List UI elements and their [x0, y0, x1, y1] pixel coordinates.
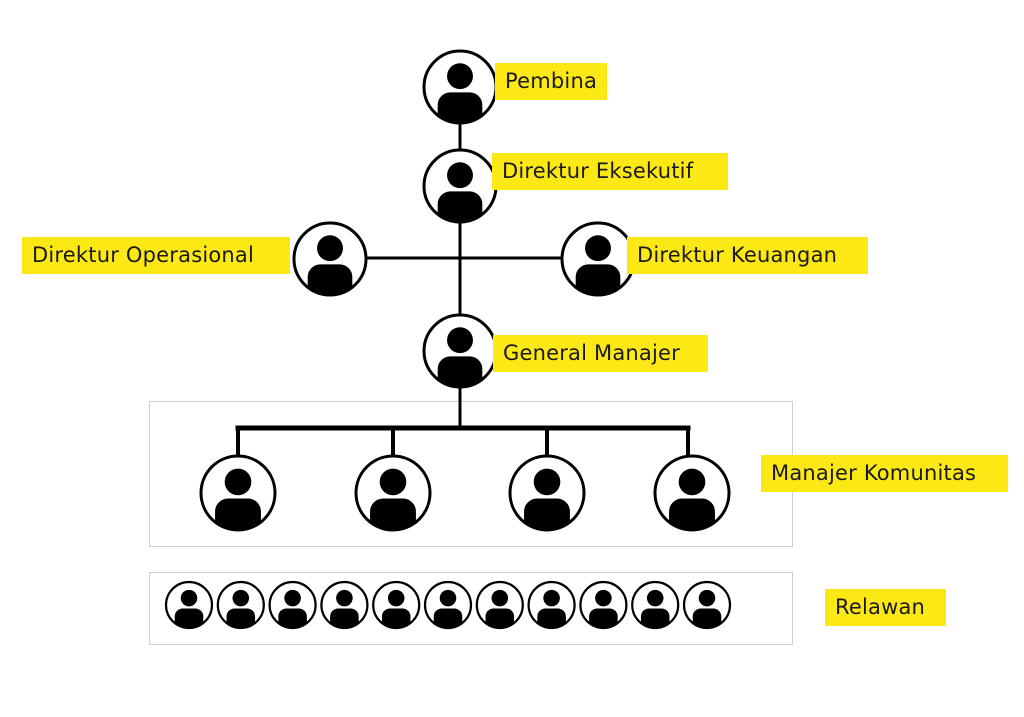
person-head: [284, 589, 301, 607]
person-body: [485, 608, 515, 628]
label-direktur-operasional: Direktur Operasional: [22, 237, 290, 274]
person-icon-manajer-komunitas-3: [508, 454, 586, 532]
label-pembina: Pembina: [495, 63, 608, 100]
person-head: [379, 468, 407, 496]
person-head: [447, 327, 473, 354]
person-icon-relawan-9: [579, 580, 628, 630]
person-body: [575, 264, 621, 295]
person-icon-relawan-6: [423, 580, 473, 630]
person-head: [336, 589, 353, 607]
person-body: [692, 608, 722, 628]
person-body: [437, 92, 483, 123]
label-general-manajer: General Manajer: [493, 335, 708, 372]
person-icon-direktur-operasional: [292, 221, 368, 297]
person-icon-manajer-komunitas-4: [653, 454, 731, 532]
person-head: [180, 589, 198, 607]
person-head: [317, 235, 343, 262]
label-direktur-eksekutif: Direktur Eksekutif: [492, 153, 728, 190]
label-relawan: Relawan: [825, 589, 946, 626]
person-icon-relawan-11: [682, 580, 732, 630]
relawan-group-box: [149, 572, 793, 645]
person-icon-direktur-eksekutif: [422, 148, 498, 224]
nodes-layer: [164, 49, 732, 630]
person-icon-manajer-komunitas-1: [199, 454, 277, 532]
person-icon-relawan-10: [631, 580, 680, 630]
person-body: [640, 608, 670, 628]
person-body: [433, 608, 463, 628]
person-head: [543, 589, 560, 607]
person-body: [437, 191, 483, 222]
person-icon-relawan-4: [320, 580, 369, 630]
person-head: [439, 589, 457, 607]
person-icon-relawan-7: [475, 580, 524, 630]
person-body: [524, 498, 570, 530]
person-head: [595, 589, 612, 607]
person-head: [447, 63, 473, 90]
person-head: [491, 589, 509, 607]
person-icon-relawan-1: [164, 580, 214, 630]
person-icon-relawan-3: [268, 580, 317, 630]
person-icon-relawan-5: [372, 580, 421, 630]
person-body: [589, 608, 618, 628]
person-body: [381, 608, 411, 628]
person-body: [669, 498, 715, 530]
person-icon-pembina: [422, 49, 498, 125]
person-head: [646, 589, 664, 607]
person-body: [437, 356, 483, 387]
person-body: [278, 608, 307, 628]
person-head: [387, 589, 405, 607]
person-icon-relawan-2: [216, 580, 265, 630]
person-icon-general-manajer: [422, 313, 498, 389]
person-body: [215, 498, 261, 530]
label-manajer-komunitas: Manajer Komunitas: [761, 455, 1008, 492]
person-body: [307, 264, 353, 295]
person-body: [537, 608, 566, 628]
person-head: [533, 468, 561, 496]
person-icon-manajer-komunitas-2: [354, 454, 432, 532]
person-body: [330, 608, 359, 628]
person-icon-direktur-keuangan: [560, 221, 636, 297]
person-head: [232, 589, 250, 607]
person-icon-relawan-8: [527, 580, 576, 630]
label-direktur-keuangan: Direktur Keuangan: [627, 237, 868, 274]
person-body: [370, 498, 416, 530]
person-head: [224, 468, 252, 496]
person-head: [585, 235, 611, 262]
person-head: [678, 468, 706, 496]
person-head: [447, 162, 473, 189]
person-body: [174, 608, 204, 628]
person-head: [698, 589, 716, 607]
person-body: [226, 608, 256, 628]
